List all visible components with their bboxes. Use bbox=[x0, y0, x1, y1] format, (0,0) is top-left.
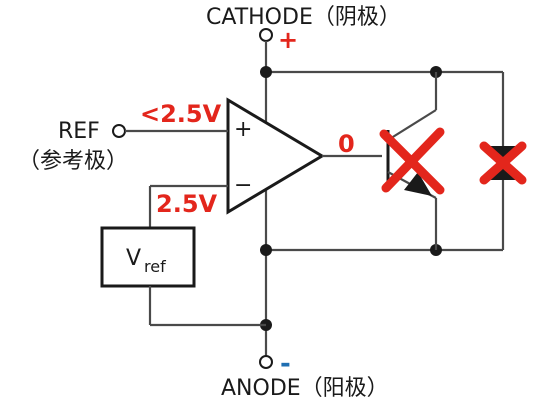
transistor-collector bbox=[387, 109, 437, 141]
op-amp-triangle bbox=[226, 97, 325, 215]
op-amp-plus: + bbox=[234, 117, 252, 142]
ref-cn-label: （参考极） bbox=[18, 149, 128, 174]
cathode-label: CATHODE（阴极） bbox=[206, 5, 401, 30]
ref-terminal[interactable] bbox=[112, 124, 126, 138]
transistor-cross-icon bbox=[379, 127, 445, 195]
cathode-sign: + bbox=[278, 26, 298, 54]
anode-terminal[interactable] bbox=[259, 355, 273, 369]
vref-symbol-sub: ref bbox=[144, 257, 166, 276]
output-value-label: 0 bbox=[338, 130, 355, 158]
ref-voltage-label: <2.5V bbox=[140, 100, 222, 128]
cathode-terminal[interactable] bbox=[259, 28, 273, 42]
node-bottom-left bbox=[260, 244, 272, 256]
right-diode-top bbox=[490, 146, 516, 162]
anode-sign: - bbox=[280, 349, 291, 379]
node-top-left bbox=[260, 66, 272, 78]
ref-label: REF bbox=[58, 119, 100, 144]
right-cross-icon bbox=[479, 141, 527, 185]
transistor-arrow bbox=[404, 172, 432, 196]
vref-voltage-label: 2.5V bbox=[156, 190, 218, 218]
right-diode-bottom bbox=[490, 164, 516, 180]
anode-label: ANODE（阳极） bbox=[221, 376, 389, 401]
op-amp-minus: − bbox=[234, 173, 252, 198]
vref-symbol-main: V bbox=[126, 246, 141, 271]
vref-box bbox=[100, 226, 196, 288]
